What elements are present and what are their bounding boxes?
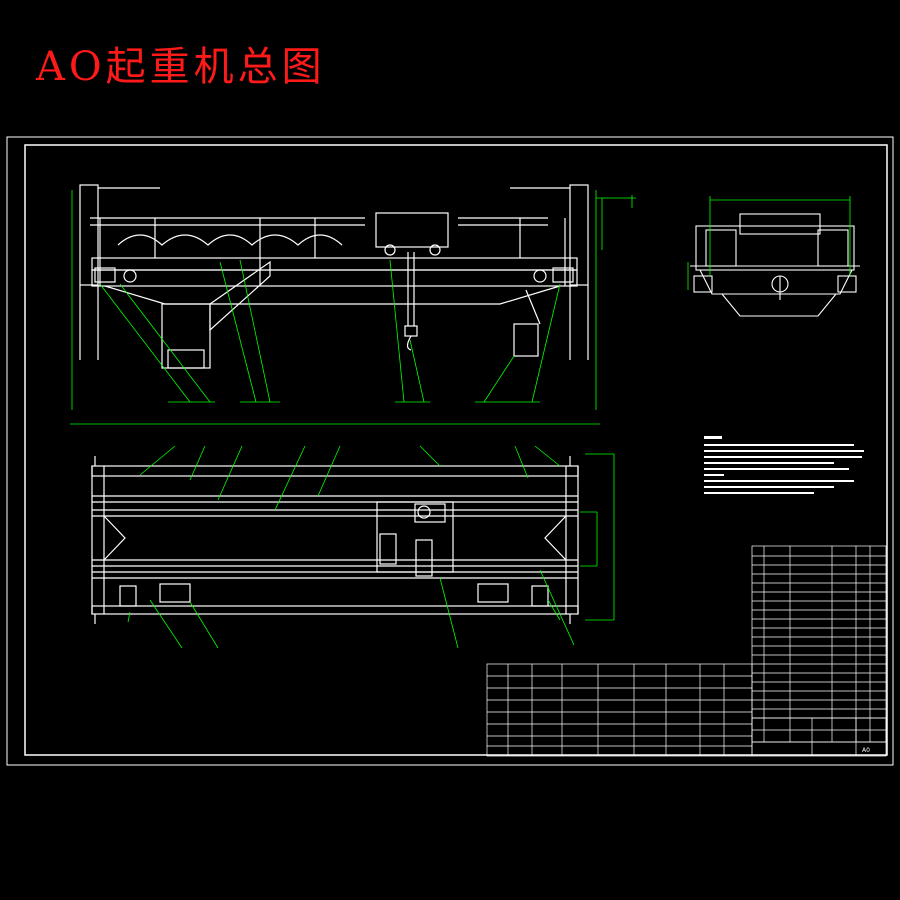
parameters-table — [486, 663, 753, 757]
end-view-dimensions — [687, 196, 851, 290]
parts-list-table — [751, 545, 887, 743]
front-elevation-view — [79, 184, 589, 369]
plan-view — [91, 456, 579, 624]
outer-border — [6, 136, 894, 766]
plan-view-dimensions — [127, 445, 615, 649]
title-block — [751, 717, 887, 757]
sheet-size-label: A0 — [862, 747, 870, 754]
end-view — [690, 213, 860, 317]
front-elevation-dimensions — [70, 190, 636, 425]
drawing-title: AO起重机总图 — [36, 44, 326, 90]
technical-notes — [704, 436, 864, 494]
inner-border — [24, 144, 888, 756]
